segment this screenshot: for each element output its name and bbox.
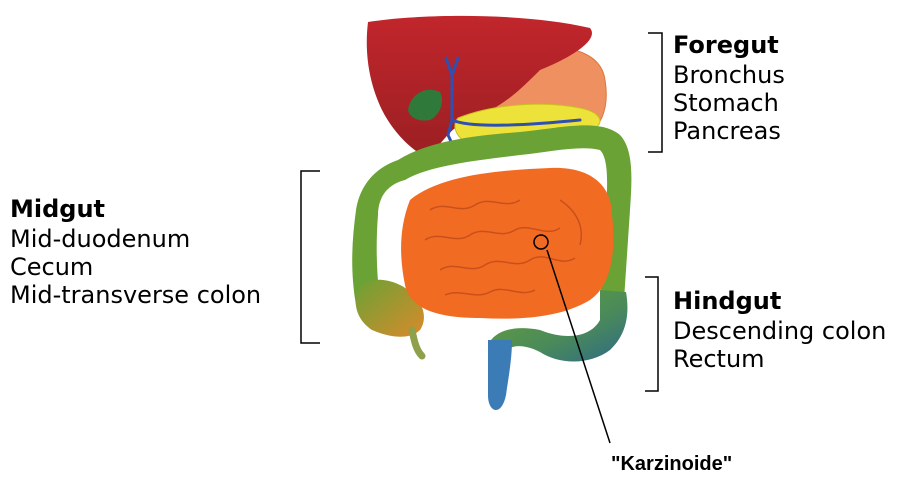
midgut-item: Mid-transverse colon: [10, 283, 261, 307]
appendix-shape: [412, 330, 422, 356]
hindgut-label-group: Hindgut Descending colon Rectum: [673, 289, 886, 375]
midgut-item: Cecum: [10, 255, 261, 279]
karzinoide-callout-label: "Karzinoide": [611, 453, 732, 476]
small-intestine-shape: [401, 168, 613, 319]
midgut-bracket: [301, 171, 320, 343]
foregut-item: Bronchus: [673, 63, 785, 87]
foregut-item: Pancreas: [673, 119, 785, 143]
rectum-shape: [488, 340, 512, 410]
hindgut-item: Rectum: [673, 347, 886, 371]
hindgut-title: Hindgut: [673, 289, 886, 313]
foregut-bracket: [648, 33, 662, 152]
foregut-label-group: Foregut Bronchus Stomach Pancreas: [673, 33, 785, 147]
foregut-item: Stomach: [673, 91, 785, 115]
midgut-label-group: Midgut Mid-duodenum Cecum Mid-transverse…: [10, 197, 261, 311]
midgut-item: Mid-duodenum: [10, 227, 261, 251]
hindgut-bracket: [645, 277, 658, 391]
foregut-title: Foregut: [673, 33, 785, 57]
midgut-title: Midgut: [10, 197, 261, 221]
hindgut-item: Descending colon: [673, 319, 886, 343]
